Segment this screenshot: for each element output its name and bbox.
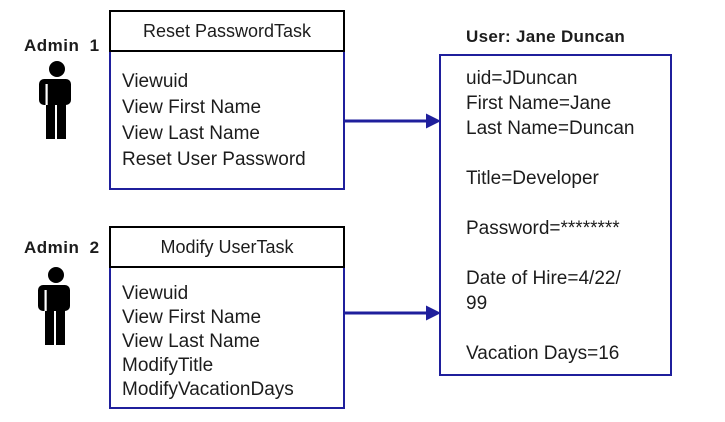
connector-arrow-icon — [345, 113, 441, 129]
task-item: View First Name — [122, 307, 262, 328]
admin-1-label: Admin 1 — [24, 36, 100, 55]
user-attribute-line: Date of Hire=4/22/ — [466, 268, 621, 289]
user-attribute-line: Title=Developer — [466, 168, 599, 189]
user-attribute-line: 99 — [466, 293, 488, 314]
user-attribute-line: Last Name=Duncan — [466, 118, 635, 139]
user-attributes-box: uid=JDuncan First Name=Jane Last Name=Du… — [439, 54, 672, 376]
connector-arrow-icon — [345, 305, 441, 321]
task-box-modify-user: Modify UserTask Viewuid View First Name … — [109, 226, 345, 409]
user-attribute-line: Password=******** — [466, 218, 620, 239]
task-item: ModifyVacationDays — [122, 379, 294, 400]
task-box-title: Reset PasswordTask — [109, 10, 345, 52]
user-attribute-line — [466, 143, 666, 168]
user-attribute-line — [466, 243, 666, 268]
task-box-permissions: Viewuid View First Name View Last Name R… — [109, 50, 345, 190]
task-box-title: Modify UserTask — [109, 226, 345, 268]
task-item: View Last Name — [122, 123, 260, 144]
task-item: Reset User Password — [122, 149, 306, 170]
task-box-reset-password: Reset PasswordTask Viewuid View First Na… — [109, 10, 345, 190]
task-item: ModifyTitle — [122, 355, 214, 376]
task-item: Viewuid — [122, 71, 189, 92]
user-attribute-line: Vacation Days=16 — [466, 343, 620, 364]
person-icon — [39, 61, 71, 139]
user-attribute-line: uid=JDuncan — [466, 68, 578, 89]
task-item: View Last Name — [122, 331, 260, 352]
user-box-title: User: Jane Duncan — [466, 27, 626, 46]
task-item: Viewuid — [122, 283, 189, 304]
person-icon — [38, 267, 70, 345]
task-item: View First Name — [122, 97, 262, 118]
user-attribute-line: First Name=Jane — [466, 93, 612, 114]
admin-2-label: Admin 2 — [24, 238, 100, 257]
user-attribute-line — [466, 193, 666, 218]
user-attribute-line — [466, 318, 666, 343]
task-box-permissions: Viewuid View First Name View Last Name M… — [109, 266, 345, 409]
